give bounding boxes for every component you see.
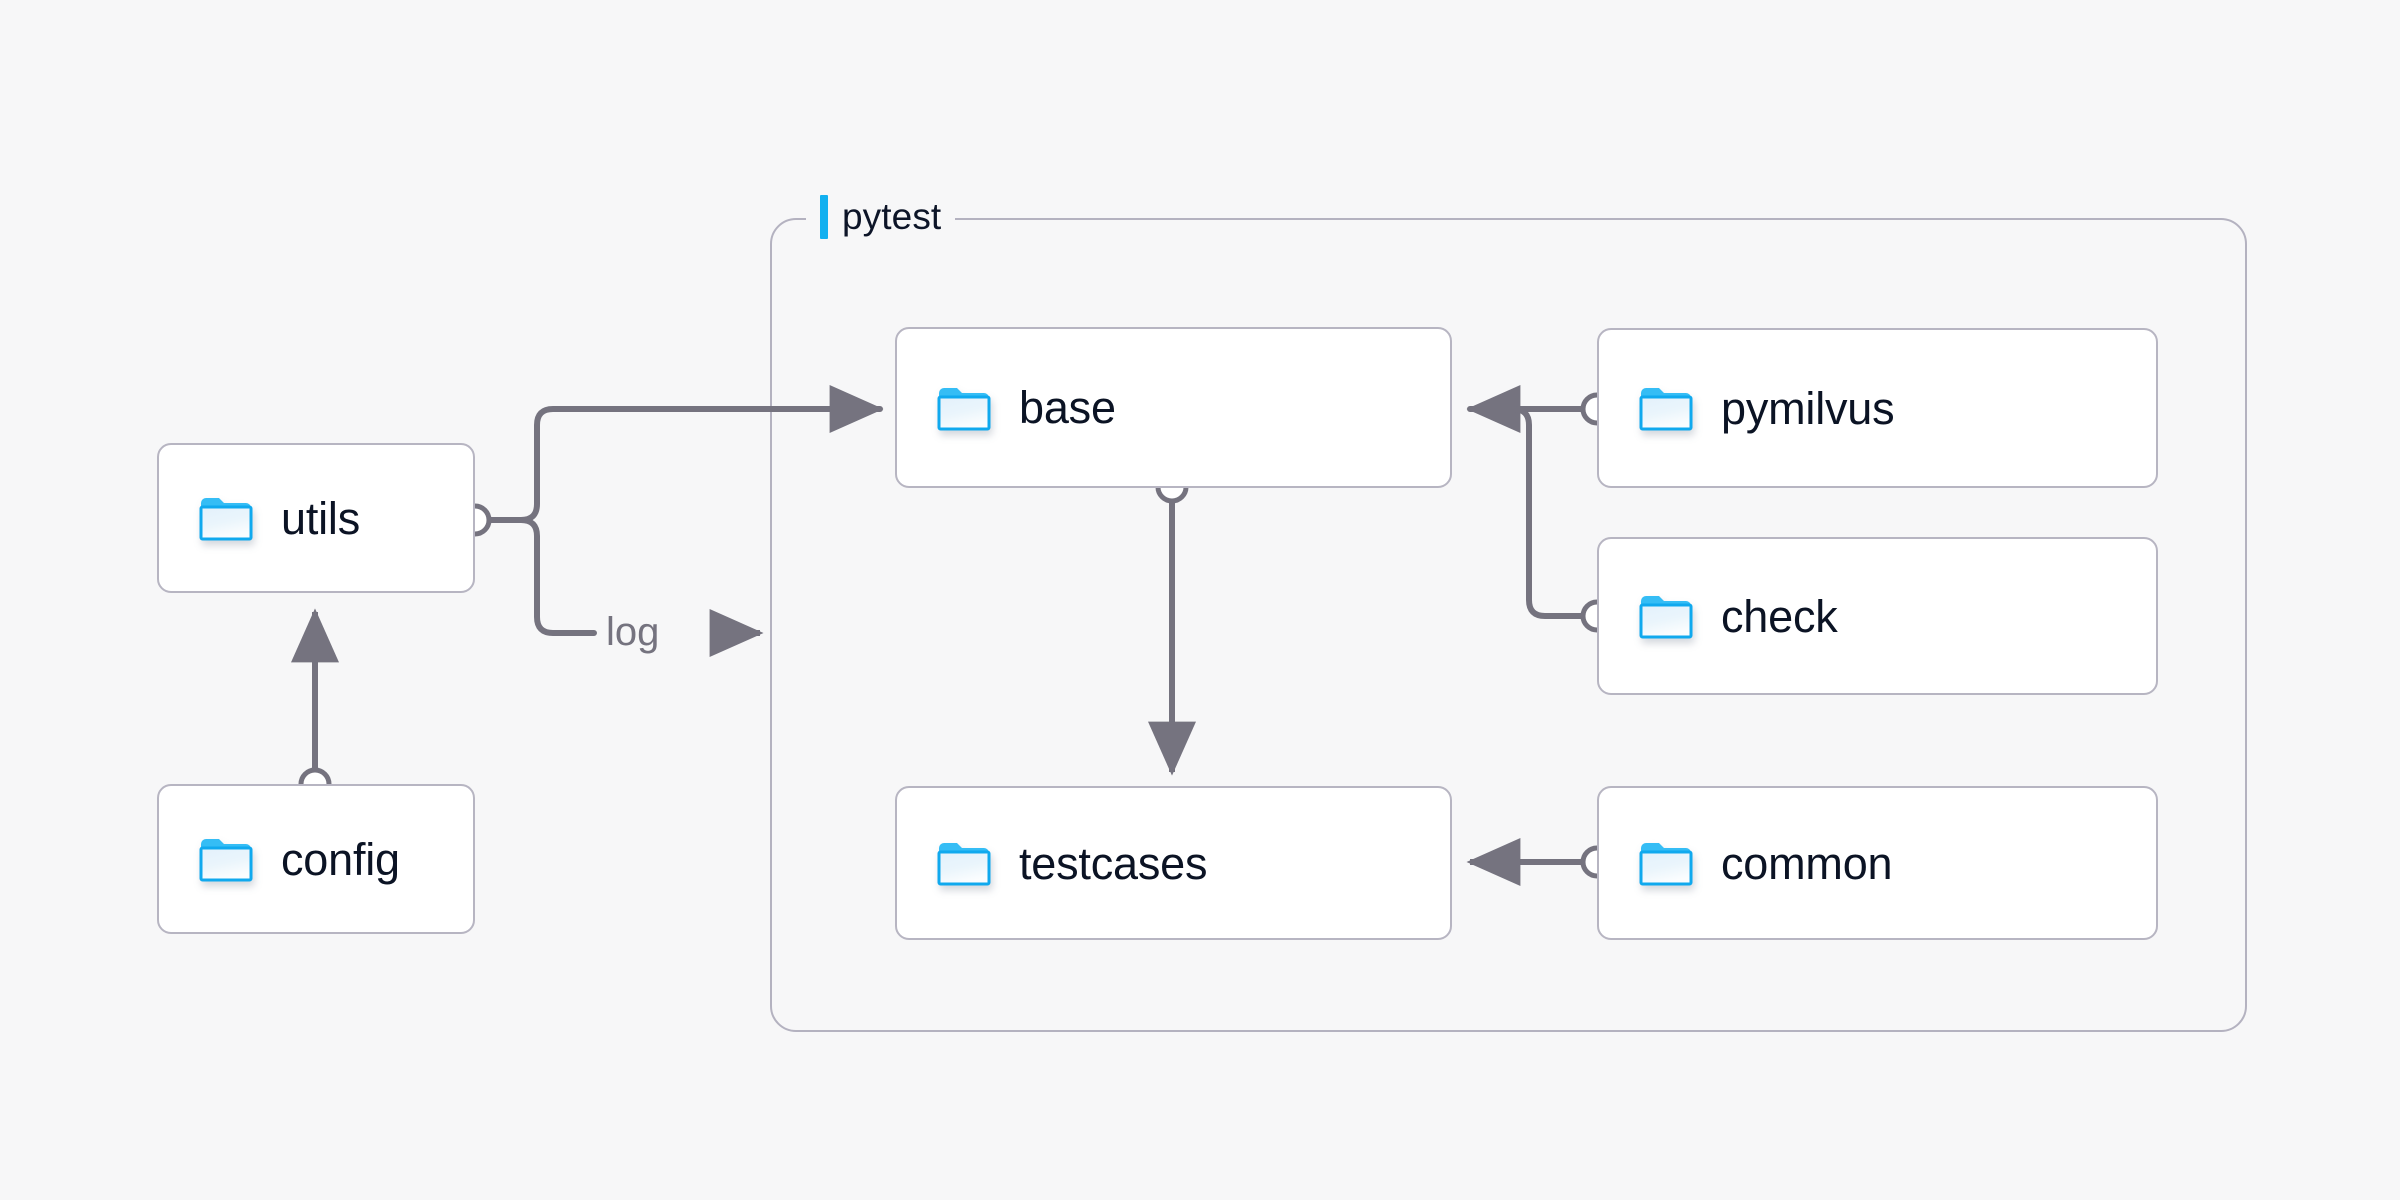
node-utils[interactable]: utils [157, 443, 475, 593]
node-pymilvus[interactable]: pymilvus [1597, 328, 2158, 488]
node-label: common [1721, 837, 1893, 889]
node-testcases[interactable]: testcases [895, 786, 1452, 940]
folder-icon [1639, 385, 1693, 431]
group-label-text: pytest [842, 196, 942, 237]
node-common[interactable]: common [1597, 786, 2158, 940]
edge-label-log: log [606, 610, 660, 654]
node-label: base [1019, 382, 1116, 433]
group-accent-bar [820, 195, 828, 239]
node-check[interactable]: check [1597, 537, 2158, 695]
node-label: testcases [1019, 837, 1208, 889]
folder-icon [937, 385, 991, 431]
folder-icon [199, 495, 253, 541]
folder-icon [937, 840, 991, 886]
node-label: utils [281, 492, 361, 544]
group-label-pytest: pytest [806, 190, 956, 244]
node-label: config [281, 833, 400, 885]
folder-icon [1639, 593, 1693, 639]
node-base[interactable]: base [895, 327, 1452, 488]
node-label: check [1721, 590, 1838, 642]
node-label: pymilvus [1721, 382, 1895, 434]
folder-icon [199, 836, 253, 882]
group-container-pytest[interactable] [770, 218, 2247, 1032]
folder-icon [1639, 840, 1693, 886]
node-config[interactable]: config [157, 784, 475, 934]
